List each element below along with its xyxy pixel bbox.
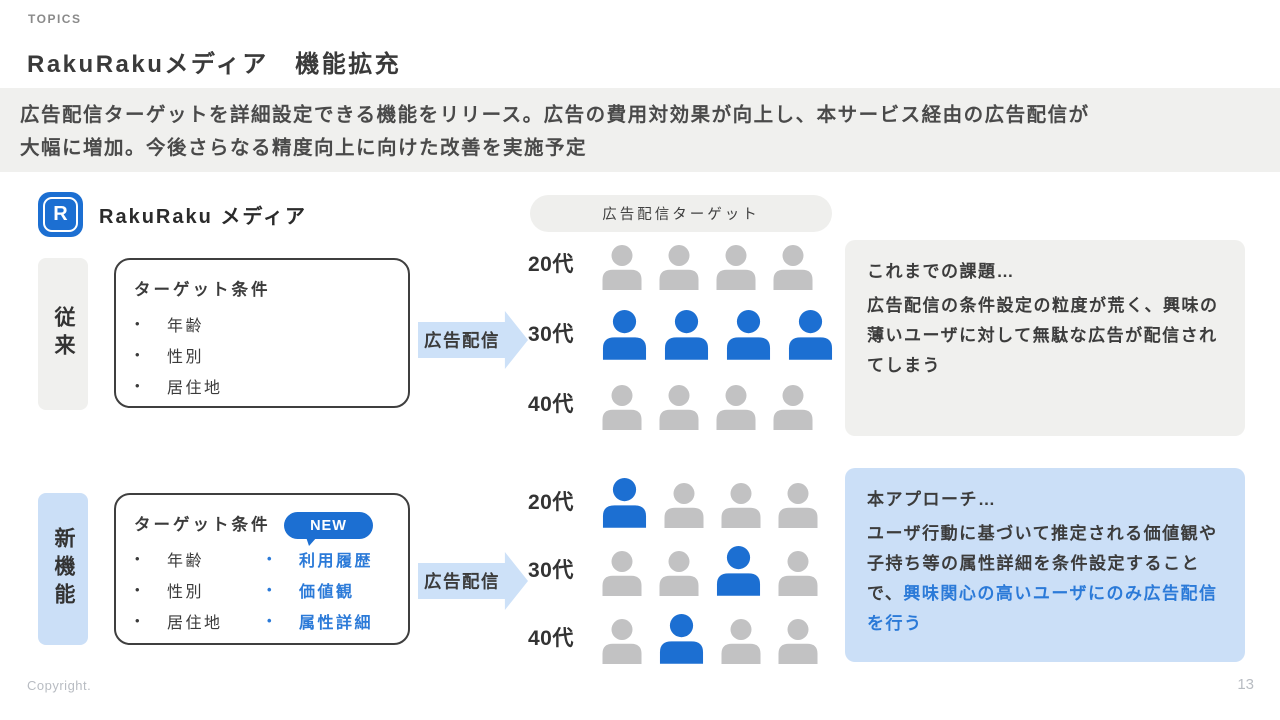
ad-delivery-arrow-label: 広告配信 <box>424 571 500 592</box>
conditions-title: ターゲット条件 <box>134 516 271 534</box>
age-row: 40代 <box>528 596 840 664</box>
age-label: 20代 <box>528 491 574 514</box>
condition-item: 居住地 <box>132 370 223 401</box>
age-row: 20代 <box>528 460 840 528</box>
age-label: 30代 <box>528 323 574 346</box>
note-body: ユーザ行動に基づいて推定される価値観や子持ち等の属性詳細を条件設定することで、興… <box>867 519 1223 639</box>
rakuraku-logo-letter: R <box>53 203 68 225</box>
people-grid-conventional: 20代 30代 40代 <box>528 220 840 430</box>
target-pill: 広告配信ターゲット <box>530 195 832 232</box>
conditions-list: 年齢 性別 居住地 <box>132 543 223 636</box>
person-icon-targeted <box>660 310 713 360</box>
summary-line-1: 広告配信ターゲットを詳細設定できる機能をリリース。広告の費用対効果が向上し、本サ… <box>20 104 1090 126</box>
summary-banner: 広告配信ターゲットを詳細設定できる機能をリリース。広告の費用対効果が向上し、本サ… <box>0 88 1280 172</box>
brand-name: RakuRaku メディア <box>99 206 307 228</box>
person-icon-targeted <box>598 310 651 360</box>
person-icons <box>598 385 817 430</box>
conditions-box-new-feature: ターゲット条件 NEW 年齢 性別 居住地 利用履歴 価値観 属性詳細 <box>114 493 410 645</box>
conditions-list: 年齢 性別 居住地 <box>132 308 223 401</box>
person-icons <box>598 546 822 596</box>
person-icon <box>660 483 708 528</box>
age-label: 30代 <box>528 559 574 582</box>
person-icon <box>774 551 822 596</box>
age-label: 40代 <box>528 393 574 416</box>
person-icon <box>769 385 817 430</box>
condition-item: 性別 <box>132 574 223 605</box>
conditions-box-conventional: ターゲット条件 年齢 性別 居住地 <box>114 258 410 408</box>
person-icon-targeted <box>722 310 775 360</box>
ad-delivery-arrow: 広告配信 <box>418 552 528 610</box>
person-icon <box>717 483 765 528</box>
note-conventional: これまでの課題… 広告配信の条件設定の粒度が荒く、興味の薄いユーザに対して無駄な… <box>845 240 1245 436</box>
age-label: 20代 <box>528 253 574 276</box>
section-label-new-feature: 新機能 <box>38 493 88 645</box>
note-body-highlight: 興味関心の高いユーザにのみ広告配信を行う <box>867 584 1218 633</box>
section-label-conventional: 従来 <box>38 258 88 410</box>
condition-item: 性別 <box>132 339 223 370</box>
person-icon <box>717 619 765 664</box>
person-icon <box>769 245 817 290</box>
person-icon <box>598 551 646 596</box>
section-label-new-feature-text: 新機能 <box>52 527 75 611</box>
person-icon-targeted <box>784 310 837 360</box>
people-grid-new-feature: 20代 30代 40代 <box>528 460 840 664</box>
person-icon <box>774 619 822 664</box>
new-badge: NEW <box>284 512 373 546</box>
new-condition-item: 価値観 <box>264 574 373 605</box>
person-icon <box>655 245 703 290</box>
person-icon-targeted <box>712 546 765 596</box>
ad-delivery-arrow: 広告配信 <box>418 311 528 369</box>
page-number: 13 <box>1237 676 1254 693</box>
note-new-approach: 本アプローチ… ユーザ行動に基づいて推定される価値観や子持ち等の属性詳細を条件設… <box>845 468 1245 662</box>
person-icon <box>712 245 760 290</box>
note-title: これまでの課題… <box>867 262 1015 281</box>
person-icon <box>712 385 760 430</box>
age-row: 30代 <box>528 528 840 596</box>
person-icons <box>598 310 837 360</box>
person-icon <box>774 483 822 528</box>
new-condition-item: 属性詳細 <box>264 605 373 636</box>
new-condition-item: 利用履歴 <box>264 543 373 574</box>
person-icon <box>655 385 703 430</box>
ad-delivery-arrow-label: 広告配信 <box>424 330 500 351</box>
person-icons <box>598 245 817 290</box>
person-icon <box>598 385 646 430</box>
page-title: RakuRakuメディア 機能拡充 <box>27 51 402 78</box>
age-row: 40代 <box>528 360 840 430</box>
age-row: 20代 <box>528 220 840 290</box>
section-label-conventional-text: 従来 <box>52 306 75 362</box>
rakuraku-logo-letter-frame: R <box>43 197 78 232</box>
copyright-text: Copyright. <box>27 678 92 693</box>
summary-line-2: 大幅に増加。今後さらなる精度向上に向けた改善を実施予定 <box>20 137 588 159</box>
rakuraku-logo-icon: R <box>38 192 83 237</box>
person-icons <box>598 614 822 664</box>
condition-item: 年齢 <box>132 543 223 574</box>
condition-item: 年齢 <box>132 308 223 339</box>
age-label: 40代 <box>528 627 574 650</box>
person-icon <box>598 619 646 664</box>
note-body: 広告配信の条件設定の粒度が荒く、興味の薄いユーザに対して無駄な広告が配信されてし… <box>867 296 1219 375</box>
person-icon-targeted <box>655 614 708 664</box>
brand-header: R RakuRaku メディア <box>38 192 307 237</box>
conditions-title: ターゲット条件 <box>134 281 271 299</box>
person-icons <box>598 478 822 528</box>
age-row: 30代 <box>528 290 840 360</box>
condition-item: 居住地 <box>132 605 223 636</box>
note-body-plain: ユーザ行動に基づいて推定される価値観や子持ち等の属性詳細を条件設定することで、 <box>867 524 1218 603</box>
topics-eyebrow: TOPICS <box>28 12 82 26</box>
person-icon <box>598 245 646 290</box>
note-title: 本アプローチ… <box>867 490 997 509</box>
new-conditions-list: 利用履歴 価値観 属性詳細 <box>264 543 373 636</box>
person-icon-targeted <box>598 478 651 528</box>
person-icon <box>655 551 703 596</box>
